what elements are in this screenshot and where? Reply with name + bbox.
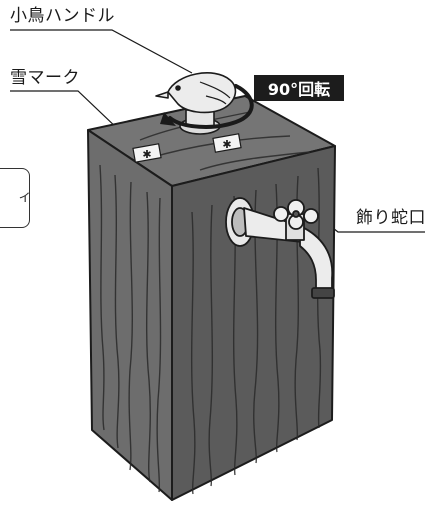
svg-text:✱: ✱ — [142, 148, 151, 161]
svg-text:✱: ✱ — [222, 138, 231, 151]
decorative-faucet-label: 飾り蛇口 — [356, 208, 426, 228]
bird-handle-leader — [10, 29, 193, 74]
wood-grain — [99, 111, 322, 495]
post-side — [171, 145, 336, 501]
side-note-fragment: ィ — [18, 189, 32, 205]
snow-mark-label: 雪マーク — [10, 68, 80, 88]
snow-mark-right: ✱ — [212, 133, 242, 153]
rotation-badge: 90°回転 — [254, 75, 344, 101]
side-note-box — [0, 168, 30, 228]
snow-mark-left: ✱ — [132, 143, 162, 163]
rotation-arrow — [160, 84, 254, 129]
bird-handle-label: 小鳥ハンドル — [10, 6, 115, 26]
decorative-faucet — [225, 197, 335, 299]
